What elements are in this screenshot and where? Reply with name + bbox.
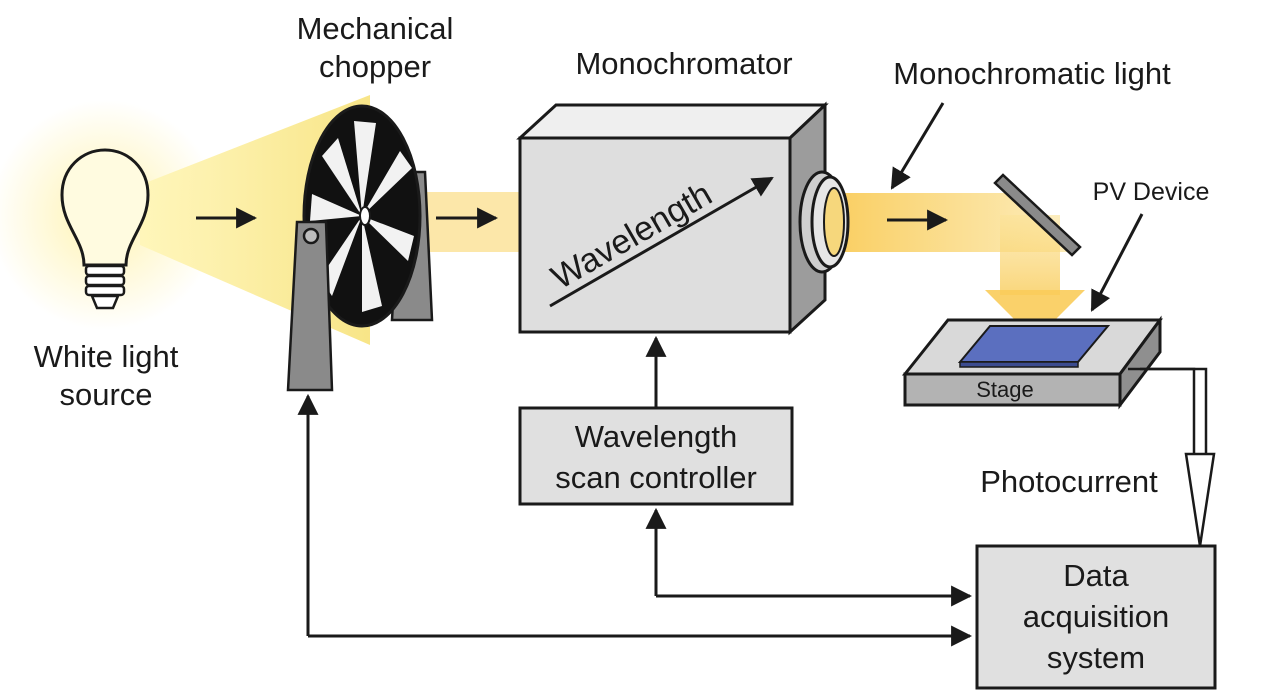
light-bulb-icon: [60, 148, 150, 310]
monochromatic-light-pointer: [890, 102, 945, 190]
photocurrent-line: [1128, 367, 1216, 547]
mechanical-chopper-label: Mechanical chopper: [270, 10, 480, 86]
mirror-icon: [993, 173, 1082, 257]
wavelength-scan-controller-box: [518, 406, 794, 506]
photocurrent-label: Photocurrent: [980, 464, 1158, 499]
white-light-source-line-1: White light: [33, 339, 179, 374]
exit-slit-port: [798, 170, 850, 274]
monochromator-box: [516, 101, 829, 336]
scan-controller-line-2: scan controller: [555, 460, 757, 495]
data-acquisition-system-box: [975, 544, 1217, 690]
wavelength-scan-controller-text: Wavelength scan controller: [520, 416, 792, 498]
wavelength-axis-arrow: [549, 176, 774, 308]
pv-device: [957, 325, 1111, 368]
data-acquisition-system-text: Data acquisition system: [977, 555, 1215, 678]
white-light-source-line-2: source: [59, 377, 153, 412]
chopper-pivot: [302, 227, 320, 245]
chopper-wheel-icon: [302, 104, 422, 328]
reflected-beam-head: [985, 290, 1085, 340]
pv-device-label: PV Device: [1092, 178, 1210, 206]
scan-controller-line-1: Wavelength: [574, 419, 738, 454]
chopper-front-support: [286, 220, 334, 392]
monochromatic-light-label: Monochromatic light: [893, 56, 1171, 91]
white-light-source-label: White light source: [16, 338, 196, 414]
mechanical-chopper-line-2: chopper: [318, 49, 432, 84]
stage-label: Stage: [976, 377, 1034, 402]
monochromator-label: Monochromator: [575, 46, 793, 81]
daq-line-1: Data: [1063, 558, 1129, 593]
daq-line-3: system: [1046, 640, 1146, 675]
pv-device-pointer: [1090, 213, 1144, 312]
mechanical-chopper-line-1: Mechanical: [296, 11, 454, 46]
daq-line-2: acquisition: [1022, 599, 1170, 634]
